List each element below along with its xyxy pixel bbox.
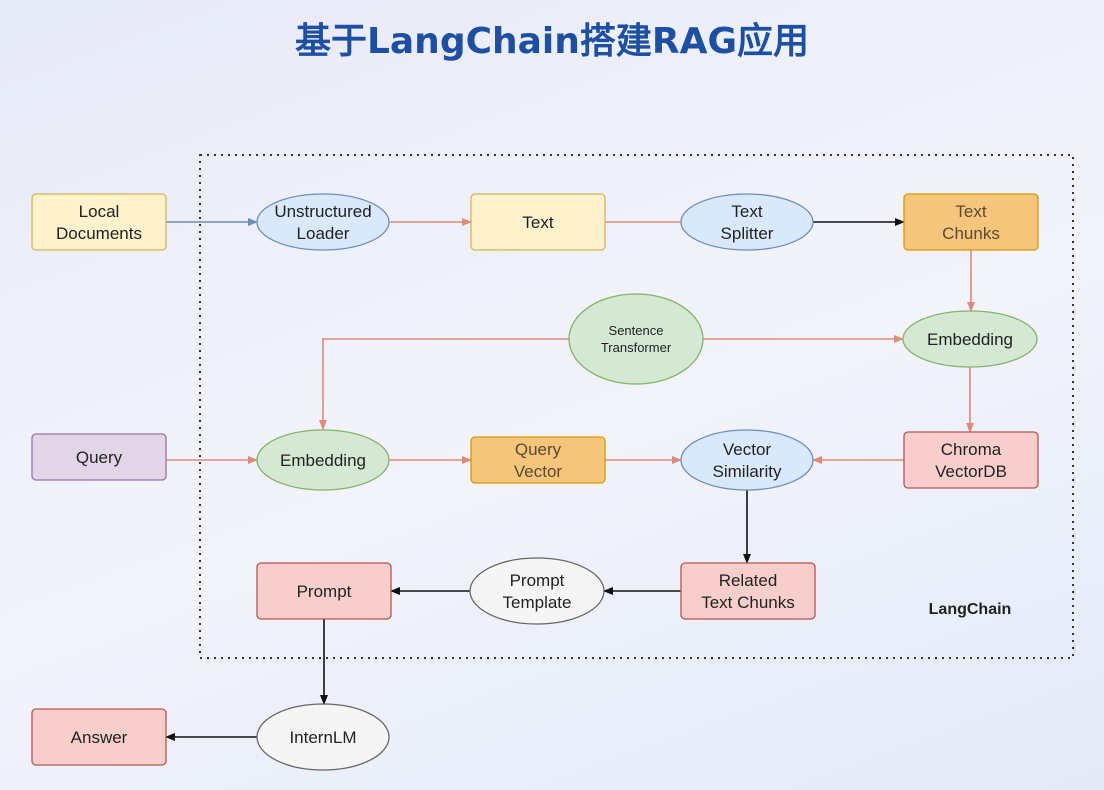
text-chunks-label-line: Text [955,202,986,221]
langchain-container [199,154,1074,659]
chroma-vectordb-label-line: VectorDB [935,462,1007,481]
local-documents-label-line: Documents [56,224,142,243]
answer-label-line: Answer [71,728,128,747]
embedding-query-label-line: Embedding [280,451,366,470]
query-vector-label-line: Query [515,440,562,459]
embedding-docs-label-line: Embedding [927,330,1013,349]
query-label-line: Query [76,448,123,467]
prompt-template-label-line: Template [503,593,572,612]
edge-sentence-transformer-to-embedding-query [319,338,569,430]
text-label-line: Text [522,213,553,232]
page-title: 基于LangChain搭建RAG应用 [294,21,810,62]
sentence-transformer-label-line: Transformer [601,340,672,355]
local-documents-box [31,193,167,251]
unstructured-loader-label-line: Unstructured [274,202,371,221]
chroma-vectordb-label-line: Chroma [941,440,1002,459]
node-text: Text [470,193,606,251]
node-embedding-query: Embedding [256,429,390,491]
query-vector-box [470,436,606,484]
vector-similarity-ellipse [680,429,814,491]
unstructured-loader-label-line: Loader [297,224,350,243]
sentence-transformer-ellipse [568,293,704,385]
node-embedding-docs: Embedding [902,310,1038,368]
text-box [470,193,606,251]
langchain-container-label: LangChain [929,601,1012,618]
vector-similarity-label-line: Vector [723,440,772,459]
text-chunks-box [903,193,1039,251]
embedding-query-ellipse [256,429,390,491]
text-splitter-ellipse [680,193,814,251]
node-answer: Answer [31,708,167,766]
node-internlm: InternLM [256,703,390,771]
sentence-transformer-label-line: Sentence [609,323,664,338]
related-text-chunks-label-line: Related [719,571,778,590]
text-chunks-label-line: Chunks [942,224,1000,243]
prompt-label-line: Prompt [297,582,352,601]
vector-similarity-label-line: Similarity [713,462,782,481]
internlm-ellipse [256,703,390,771]
related-text-chunks-label-line: Text Chunks [701,593,795,612]
unstructured-loader-ellipse [256,193,390,251]
internlm-label-line: InternLM [289,728,356,747]
query-box [31,433,167,481]
embedding-docs-ellipse [902,310,1038,368]
node-query: Query [31,433,167,481]
node-prompt: Prompt [256,562,392,620]
answer-box [31,708,167,766]
text-splitter-label-line: Text [731,202,762,221]
text-splitter-label-line: Splitter [721,224,774,243]
chroma-vectordb-box [903,431,1039,489]
prompt-template-ellipse [469,557,605,625]
query-vector-label-line: Vector [514,462,563,481]
prompt-template-label-line: Prompt [510,571,565,590]
prompt-box [256,562,392,620]
local-documents-label-line: Local [79,202,120,221]
related-text-chunks-box [680,562,816,620]
